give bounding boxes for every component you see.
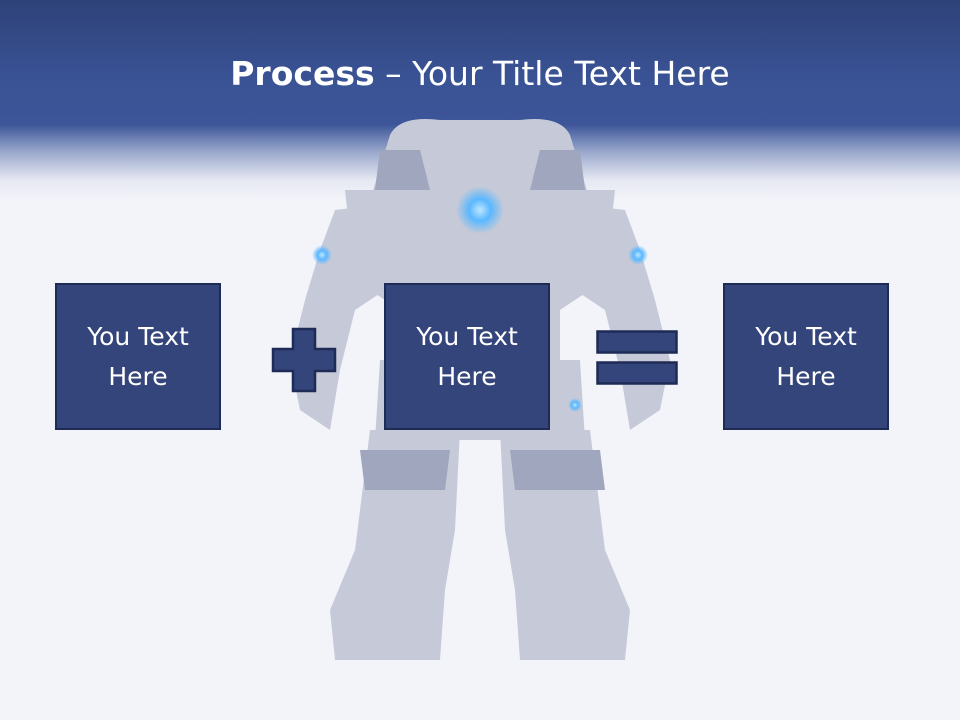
process-box-3-text: You Text Here xyxy=(755,321,857,391)
process-box-1: You Text Here xyxy=(55,283,221,430)
title-bold: Process xyxy=(230,54,375,93)
title-rest: – Your Title Text Here xyxy=(374,54,730,93)
plus-icon xyxy=(271,327,337,393)
process-box-1-text: You Text Here xyxy=(87,321,189,391)
slide-title: Process – Your Title Text Here xyxy=(0,52,960,96)
process-box-2-text: You Text Here xyxy=(416,321,518,391)
equals-icon xyxy=(596,330,678,385)
process-box-2: You Text Here xyxy=(384,283,550,430)
process-box-3: You Text Here xyxy=(723,283,889,430)
